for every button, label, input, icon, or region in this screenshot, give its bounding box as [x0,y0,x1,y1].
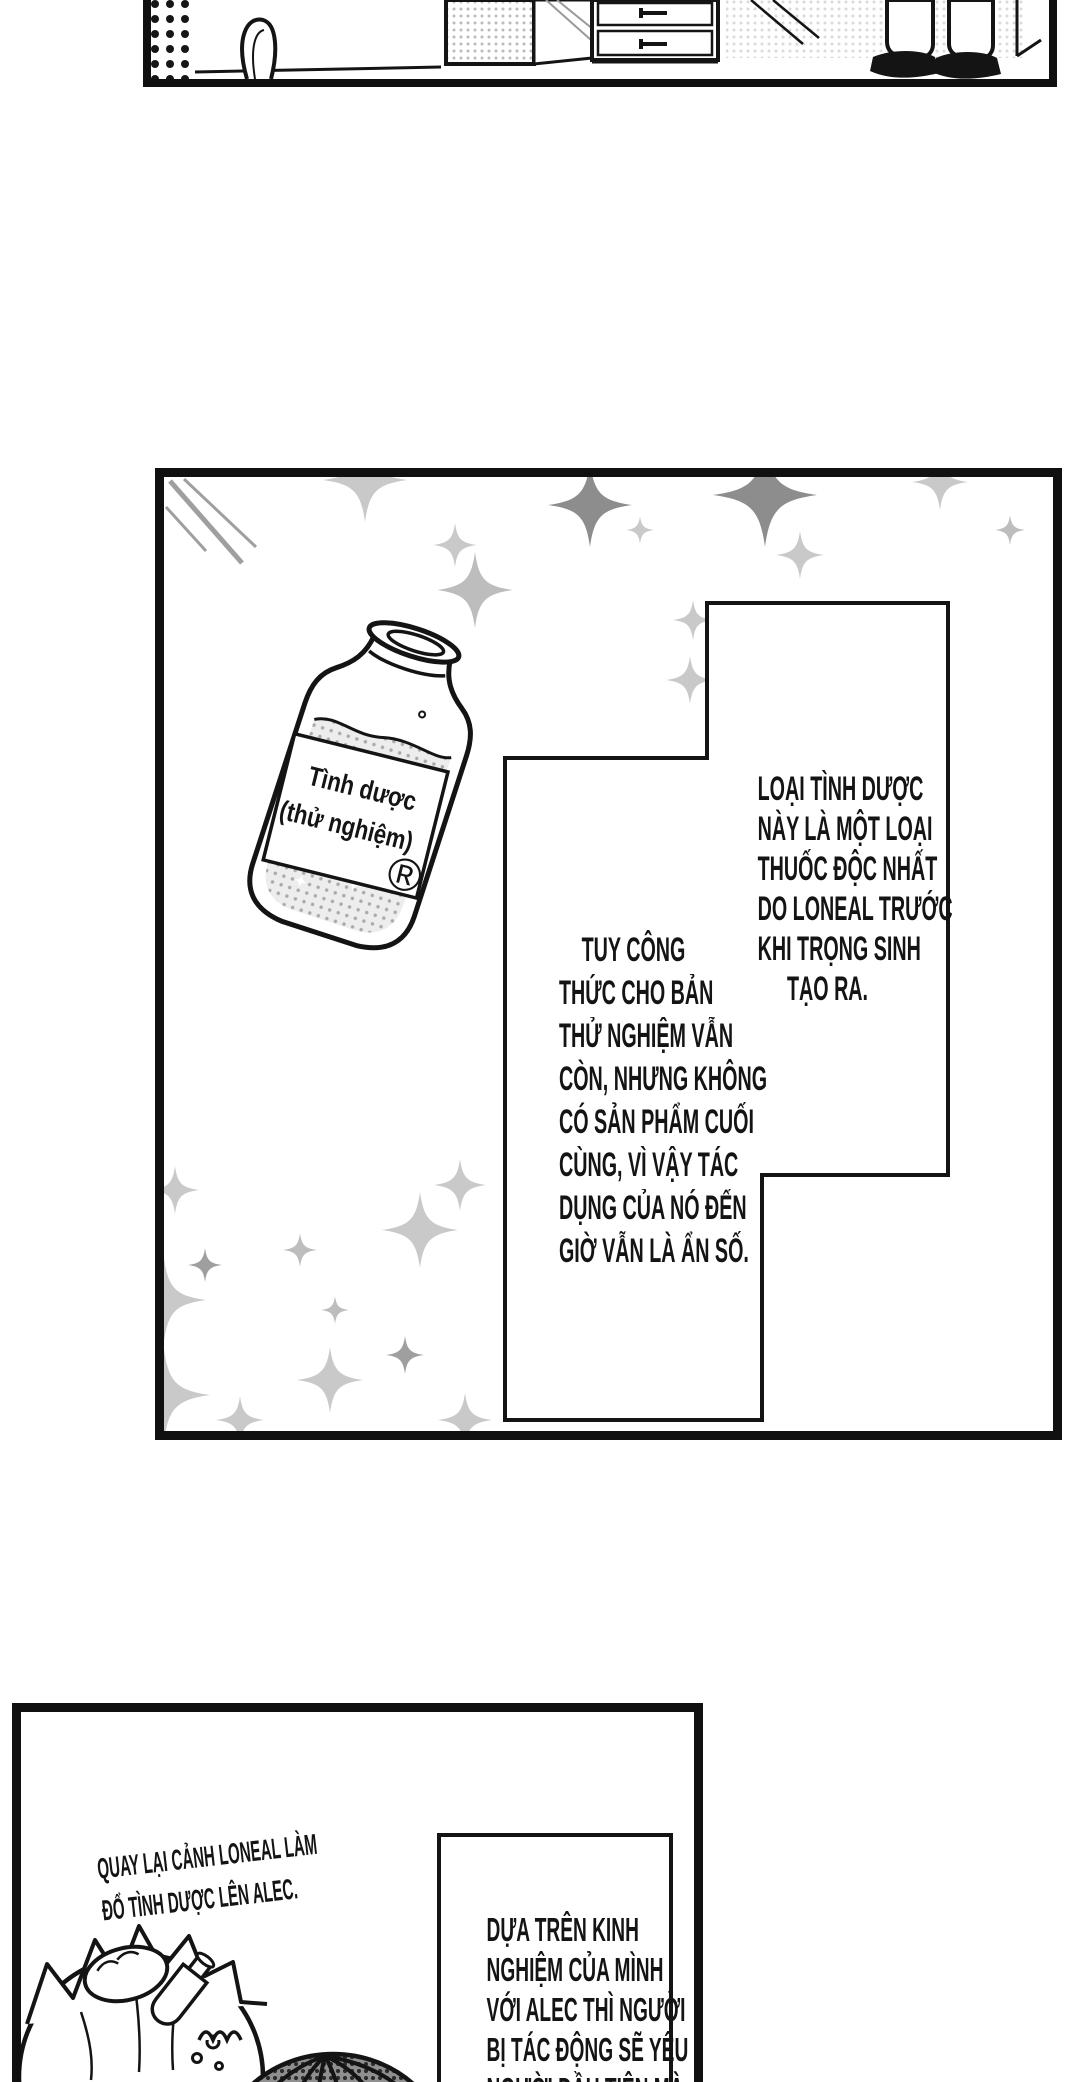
caption-box-bottom-text: DỰA TRÊN KINH NGHIỆM CỦA MÌNH VỚI ALEC T… [437,1910,689,2082]
corner-hatch [164,477,258,565]
caption-line: TUY CÔNG [581,931,686,969]
caption-line: CÙNG, VÌ VẬY TÁC [558,1146,739,1184]
hand-art [82,1944,170,2004]
caption-line: CÓ SẢN PHẨM CUỐI [558,1103,754,1141]
radial-hair-strands [276,2054,396,2082]
caption-box-right: LOẠI TÌNH DƯỢC NÀY LÀ MỘT LOẠI THUỐC ĐỘC… [707,769,953,1009]
potion-bottle-illustration: Tình dược (thử nghiệm) ® [247,620,473,951]
small-bottle-art [150,1951,216,2026]
floor-line [194,65,442,74]
wall-corner-lines [750,0,820,45]
caption-line: THỬ NGHIỆM VẪN [558,1017,734,1055]
chair-art [240,17,278,79]
caption-line: NÀY LÀ MỘT LOẠI [757,810,933,848]
potion-panel-art: Tình dược (thử nghiệm) ® [164,477,1025,1431]
caption-line: DỰA TRÊN KINH [486,1911,639,1948]
dark-haired-character [251,2051,415,2082]
caption-line: KHI TRỌNG SINH [757,930,921,968]
caption-box-left: TUY CÔNG THỨC CHO BẢN THỬ NGHIỆM VẪN CÒN… [505,929,768,1273]
bottom-panel: QUAY LẠI CẢNH LONEAL LÀM ĐỔ TÌNH DƯỢC LÊ… [12,1703,703,2082]
room-scene-art [151,0,1042,79]
pouring-scene-art [21,1924,415,2082]
shoe [870,51,939,78]
caption-line: NGƯỜI ĐẦU TIÊN MÀ [487,2070,684,2082]
halftone-dot-strip [151,0,195,79]
middle-panel: Tình dược (thử nghiệm) ® LOẠI TÌNH DƯỢC … [155,468,1062,1440]
caption-line: GIỜ VẪN LÀ ẨN SỐ. [558,1232,749,1270]
caption-line: LOẠI TÌNH DƯỢC [757,770,924,808]
finger-bumps [197,2030,243,2045]
caption-line: TẠO RA. [786,970,869,1008]
bottle-label: Tình dược (thử nghiệm) ® [261,731,451,904]
drawer-handle [639,8,667,18]
sparkle-field-bottom [164,1159,492,1431]
caption-line: DỤNG CỦA NÓ ĐẾN [558,1189,747,1227]
caption-line: THỨC CHO BẢN [558,974,714,1012]
standing-legs-art [870,0,1042,79]
caption-line: NGHIỆM CỦA MÌNH [486,1951,664,1988]
caption-box-outline [503,601,950,1422]
caption-line: CÒN, NHƯNG KHÔNG [558,1060,768,1098]
shoe [932,52,1001,79]
desk-art [444,0,720,66]
caption-line: BỊ TÁC ĐỘNG SẼ YÊU [486,2031,689,2068]
top-panel [143,0,1057,87]
caption-line: THUỐC ĐỘC NHẤT [757,850,938,888]
caption-line: VỚI ALEC THÌ NGƯỜI [486,1991,686,2028]
caption-box-bottom [437,1833,673,2082]
drawer-handle [639,39,667,49]
caption-line: DO LONEAL TRƯỚC [757,890,953,928]
